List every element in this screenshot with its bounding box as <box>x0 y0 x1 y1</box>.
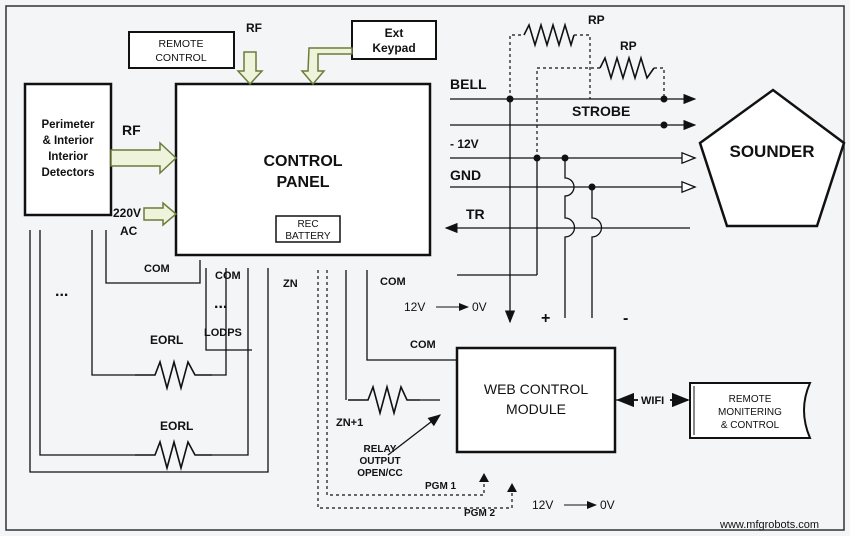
outer-frame <box>5 5 845 531</box>
bell-label: BELL <box>450 76 487 92</box>
rp1-label: RP <box>588 13 605 27</box>
rp-dotted-paths <box>509 34 665 158</box>
gnd-label: GND <box>450 167 481 183</box>
detectors-line4: Detectors <box>41 167 94 179</box>
rp2-label: RP <box>620 39 637 53</box>
wifi-label: WIFI <box>641 395 664 407</box>
control-panel-line1: CONTROL <box>263 153 342 170</box>
com3-label: COM <box>380 276 406 288</box>
detectors-line3: Interior <box>48 151 88 163</box>
remote-monitoring-block: REMOTE MONITERING & CONTROL <box>689 382 812 439</box>
ac-label: AC <box>120 224 138 238</box>
web-module-line1: WEB CONTROL <box>484 381 588 397</box>
v220-label: 220V <box>113 206 141 220</box>
watermark-text: www.mfgrobots.com <box>719 519 819 531</box>
resistors <box>135 22 655 472</box>
v0-bot-label: 0V <box>600 498 615 512</box>
voltage-arrows <box>436 303 597 509</box>
minus12v-label: - 12V <box>450 137 479 151</box>
strobe-label: STROBE <box>572 103 630 119</box>
rf-top-label: RF <box>246 21 262 35</box>
zn1-label: ZN+1 <box>336 417 363 429</box>
pgm-dashed-paths <box>317 270 513 509</box>
output-lines <box>444 93 695 234</box>
dots2-label: ... <box>214 295 227 312</box>
com2-label: COM <box>215 270 241 282</box>
control-panel-line2: PANEL <box>276 174 329 191</box>
remote-rf-arrow <box>236 51 264 86</box>
tr-label: TR <box>466 206 485 222</box>
v0-top-label: 0V <box>472 300 487 314</box>
rec-battery-block: REC BATTERY <box>275 215 341 243</box>
sounder-block: SOUNDER <box>698 88 846 228</box>
sounder-label: SOUNDER <box>729 142 814 161</box>
rec-battery-line2: BATTERY <box>285 231 331 242</box>
remote-control-line2: CONTROL <box>155 52 206 64</box>
web-control-module-block: WEB CONTROL MODULE <box>455 346 617 454</box>
relay-line1: RELAY <box>364 444 397 455</box>
vertical-feeds <box>457 99 603 324</box>
rf-left-label: RF <box>122 122 141 138</box>
eorl1-resistor <box>135 358 212 392</box>
pgm-arrowheads <box>479 473 517 492</box>
ac-input-arrow <box>143 201 178 227</box>
ext-keypad-line1: Ext <box>385 26 404 40</box>
eorl1-label: EORL <box>150 333 183 347</box>
remote-monitoring-line3: & CONTROL <box>721 420 780 431</box>
rp1-resistor <box>523 22 575 48</box>
keypad-arrow <box>300 47 353 86</box>
lodps-label: LODPS <box>204 327 242 339</box>
dots1-label: ... <box>55 283 68 300</box>
eorl2-label: EORL <box>160 419 193 433</box>
zone-wiring <box>29 230 688 473</box>
remote-monitoring-line2: MONITERING <box>718 407 782 418</box>
plus-label: + <box>541 310 550 327</box>
remote-control-block: REMOTE CONTROL <box>128 31 235 69</box>
remote-monitoring-line1: REMOTE <box>729 394 772 405</box>
minus-label: - <box>623 310 628 327</box>
pgm2-label: PGM 2 <box>464 508 496 519</box>
text-labels: RF RF RP RP BELL STROBE - 12V GND TR 220… <box>55 13 819 531</box>
rf-input-arrow <box>110 141 178 175</box>
pgm1-label: PGM 1 <box>425 481 457 492</box>
zn1-resistor <box>348 383 420 417</box>
web-module-line2: MODULE <box>506 401 566 417</box>
remote-control-line1: REMOTE <box>159 38 204 50</box>
detectors-block: Perimeter & Interior Interior Detectors <box>23 82 113 217</box>
wifi-label-bg <box>638 392 670 408</box>
com4-label: COM <box>410 339 436 351</box>
rp2-resistor <box>599 55 655 81</box>
eorl2-resistor <box>135 438 212 472</box>
ext-keypad-block: Ext Keypad <box>351 20 437 60</box>
com1-label: COM <box>144 263 170 275</box>
relay-line3: OPEN/CC <box>357 468 403 479</box>
zn-label: ZN <box>283 278 298 290</box>
relay-line2: OUTPUT <box>359 456 400 467</box>
detectors-line2: & Interior <box>42 135 94 147</box>
hollow-arrows <box>110 47 353 227</box>
relay-arrow <box>387 414 442 456</box>
ext-keypad-line2: Keypad <box>372 41 415 55</box>
v12-bot-label: 12V <box>532 498 553 512</box>
v12-top-label: 12V <box>404 300 425 314</box>
rec-battery-line1: REC <box>297 219 318 230</box>
detectors-line1: Perimeter <box>41 119 95 131</box>
